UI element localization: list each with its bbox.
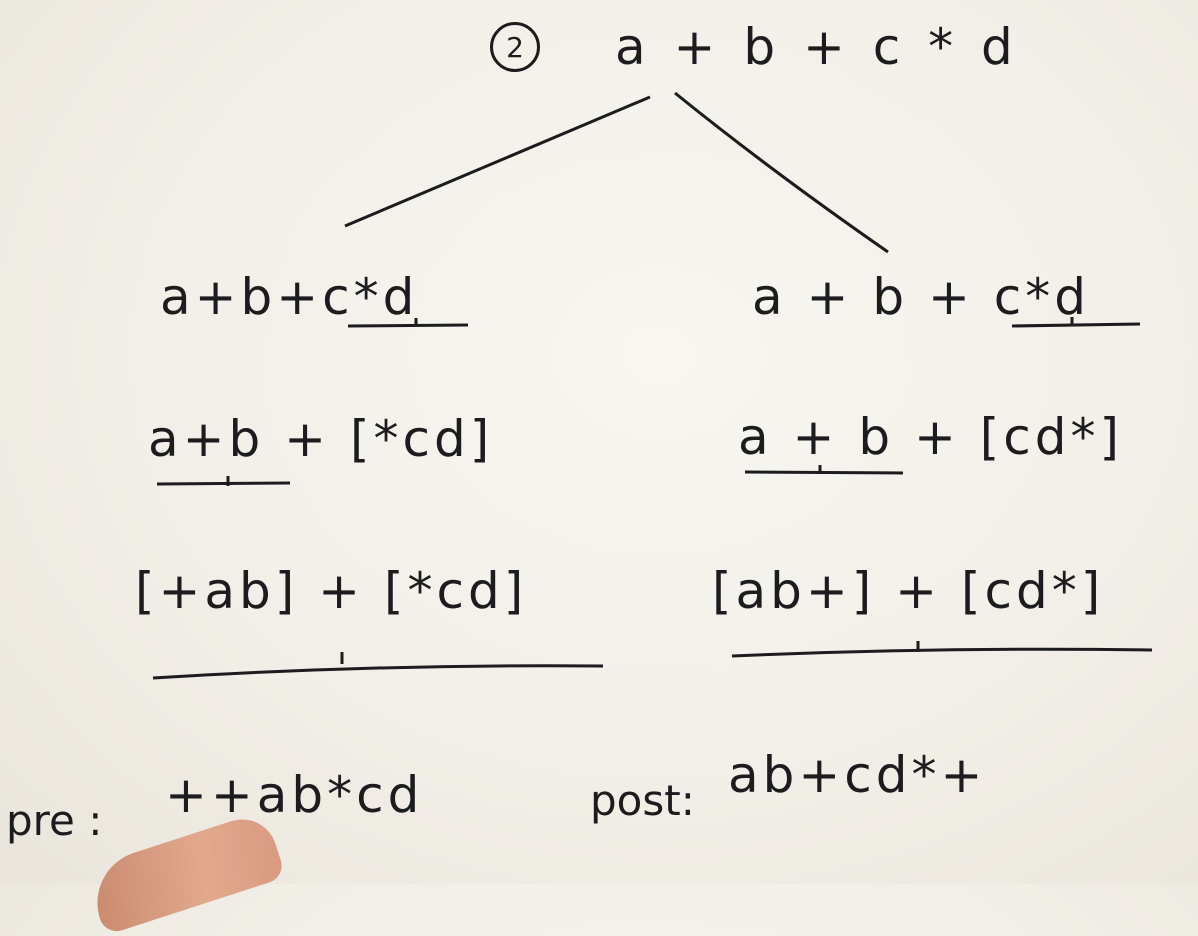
left-step2-underline xyxy=(156,481,291,486)
left-step1: a+b+c*d xyxy=(160,268,419,326)
whiteboard: 2 a + b + c * d a+b+c*d a+b + [*cd] [+ab… xyxy=(6,18,1153,936)
problem-number: 2 xyxy=(506,30,524,64)
problem-number-circle: 2 xyxy=(490,22,540,72)
post-label: post: xyxy=(590,776,695,825)
right-step3: [ab+] + [cd*] xyxy=(712,562,1105,620)
left-step2: a+b + [*cd] xyxy=(148,410,494,468)
post-result: ab+cd*+ xyxy=(728,746,987,804)
right-step1: a + b + c*d xyxy=(752,268,1090,326)
right-step2-underline xyxy=(744,470,904,475)
pre-result: ++ab*cd xyxy=(165,766,424,824)
right-branch-line xyxy=(674,91,889,254)
left-step3-underline xyxy=(152,664,604,680)
tree-lines-and-underlines xyxy=(152,91,1153,680)
right-step1-underline xyxy=(1011,322,1141,328)
right-step3-underline xyxy=(731,647,1153,658)
pre-label: pre : xyxy=(6,796,103,845)
left-step1-underline xyxy=(347,323,469,328)
left-step3: [+ab] + [*cd] xyxy=(135,562,528,620)
right-step2: a + b + [cd*] xyxy=(738,408,1123,466)
left-branch-line xyxy=(344,95,651,228)
root-expression: a + b + c * d xyxy=(615,18,1019,76)
